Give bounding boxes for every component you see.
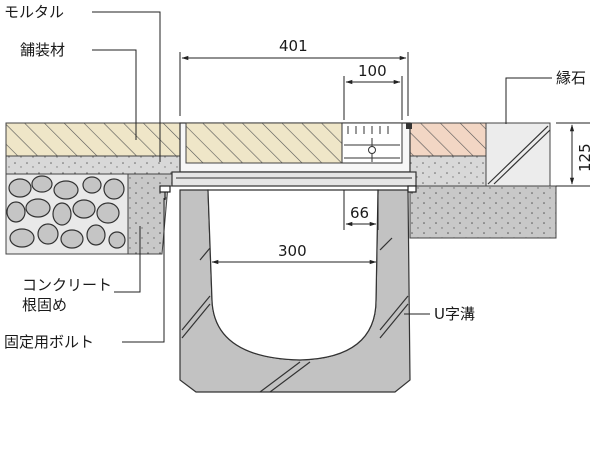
- grating-stopper: [406, 123, 412, 129]
- fixing-bolt: [159, 185, 417, 200]
- mortar-layer-left: [5, 155, 181, 175]
- dim-cover-height: 125: [576, 143, 594, 172]
- grating-bars: [344, 126, 400, 162]
- label-concrete-1: コンクリート: [22, 276, 113, 294]
- dimension-lines: [179, 52, 590, 265]
- u-gutter-channel: [207, 189, 379, 361]
- u-gutter-hatch: [181, 237, 409, 393]
- dim-lip: 66: [350, 204, 370, 222]
- gravel-stones: [6, 175, 126, 249]
- leader-lines: [92, 11, 552, 343]
- label-curb: 縁石: [556, 69, 587, 87]
- label-ugutter: U字溝: [434, 305, 475, 323]
- frame-base-plate: [171, 171, 417, 187]
- paving-layer-right: [409, 122, 487, 157]
- label-mortar: モルタル: [4, 3, 65, 21]
- mortar-layer-right: [409, 155, 487, 187]
- dim-total-width: 401: [279, 37, 308, 55]
- label-bolt: 固定用ボルト: [4, 333, 95, 351]
- dim-grate-pitch: 100: [358, 62, 387, 80]
- paving-layer-left: [5, 122, 181, 157]
- cover-paving-infill: [185, 122, 343, 164]
- dim-inner-width: 300: [278, 242, 307, 260]
- label-concrete-2: 根固め: [22, 296, 68, 314]
- concrete-base-right: [409, 185, 557, 239]
- label-paving: 舗装材: [20, 41, 66, 59]
